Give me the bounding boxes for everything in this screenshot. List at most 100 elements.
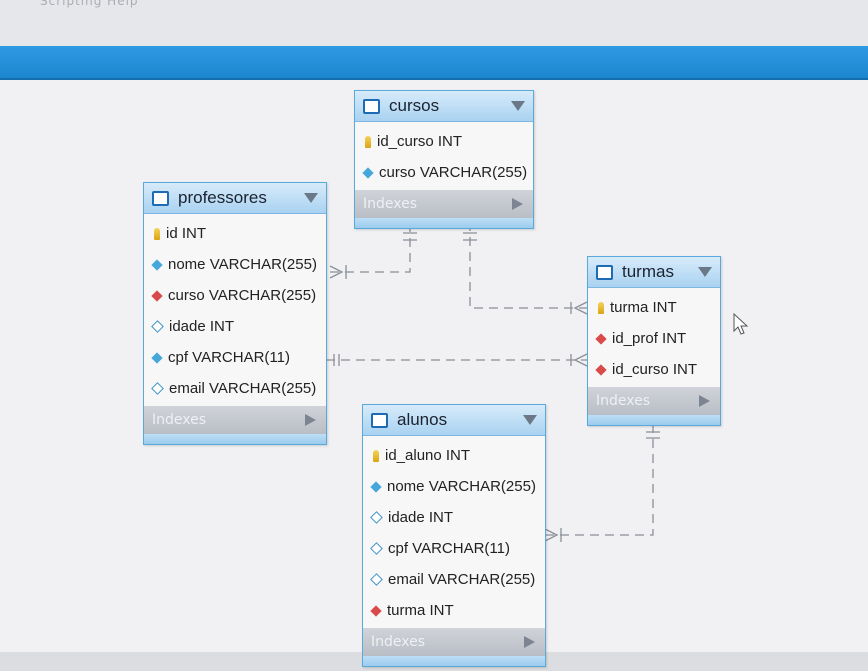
table-title: turmas — [622, 262, 674, 281]
table-turmas[interactable]: turmas turma INT id_prof INT id_curso IN… — [587, 256, 721, 426]
column-label: cpf VARCHAR(11) — [388, 540, 510, 557]
one-mark-professores — [333, 354, 340, 366]
many-mark-turmas-2 — [570, 353, 588, 367]
indexes-label: Indexes — [596, 393, 651, 409]
primary-key-icon — [154, 227, 160, 240]
column-row[interactable]: id_aluno INT — [363, 440, 545, 471]
column-row[interactable]: id_prof INT — [588, 323, 720, 354]
column-row[interactable]: id INT — [144, 218, 326, 249]
column-row[interactable]: curso VARCHAR(255) — [144, 280, 326, 311]
column-label: idade INT — [388, 509, 454, 526]
column-row[interactable]: nome VARCHAR(255) — [363, 471, 545, 502]
table-icon — [596, 264, 613, 280]
indexes-section[interactable]: Indexes — [588, 387, 720, 415]
column-diamond-icon — [370, 480, 382, 493]
column-row[interactable]: idade INT — [144, 311, 326, 342]
column-diamond-icon — [151, 258, 163, 271]
relationship-turmas-alunos — [545, 424, 654, 536]
relationship-cursos-turmas — [469, 222, 587, 309]
column-label: turma INT — [387, 602, 454, 619]
collapse-arrow-icon[interactable] — [523, 415, 537, 425]
one-mark-cursos — [403, 232, 417, 241]
nullable-column-icon — [370, 542, 383, 555]
indexes-section[interactable]: Indexes — [363, 628, 545, 656]
indexes-section[interactable]: Indexes — [144, 406, 326, 434]
table-footer — [588, 415, 720, 425]
column-label: id_curso INT — [612, 361, 698, 378]
foreign-key-icon — [595, 363, 607, 376]
expand-arrow-icon[interactable] — [699, 395, 710, 407]
expand-arrow-icon[interactable] — [524, 636, 535, 648]
column-row[interactable]: turma INT — [588, 292, 720, 323]
mouse-cursor-icon — [733, 313, 749, 335]
primary-key-icon — [365, 135, 371, 148]
column-label: id_prof INT — [612, 330, 687, 347]
table-header[interactable]: turmas — [588, 257, 720, 288]
column-row[interactable]: cpf VARCHAR(11) — [144, 342, 326, 373]
column-label: nome VARCHAR(255) — [387, 478, 536, 495]
nullable-column-icon — [151, 320, 164, 333]
collapse-arrow-icon[interactable] — [304, 193, 318, 203]
table-icon — [371, 412, 388, 428]
collapse-arrow-icon[interactable] — [698, 267, 712, 277]
nullable-column-icon — [370, 511, 383, 524]
many-mark-professores — [329, 265, 347, 279]
many-mark-alunos — [544, 528, 562, 542]
column-row[interactable]: nome VARCHAR(255) — [144, 249, 326, 280]
table-cursos[interactable]: cursos id_curso INT curso VARCHAR(255) I… — [354, 90, 534, 229]
column-label: nome VARCHAR(255) — [168, 256, 317, 273]
expand-arrow-icon[interactable] — [305, 414, 316, 426]
column-row[interactable]: turma INT — [363, 595, 545, 626]
relationship-professores-cursos — [330, 222, 411, 273]
foreign-key-icon — [595, 332, 607, 345]
column-row[interactable]: id_curso INT — [588, 354, 720, 385]
nullable-column-icon — [151, 382, 164, 395]
expand-arrow-icon[interactable] — [512, 198, 523, 210]
diagram-tab-bar — [0, 46, 868, 80]
column-row[interactable]: id_curso INT — [355, 126, 533, 157]
column-label: id_aluno INT — [385, 447, 471, 464]
table-footer — [144, 434, 326, 444]
table-header[interactable]: alunos — [363, 405, 545, 436]
table-title: alunos — [397, 410, 448, 429]
table-alunos[interactable]: alunos id_aluno INT nome VARCHAR(255) id… — [362, 404, 546, 667]
indexes-label: Indexes — [152, 412, 207, 428]
column-label: cpf VARCHAR(11) — [168, 349, 290, 366]
column-label: email VARCHAR(255) — [388, 571, 536, 588]
table-icon — [363, 98, 380, 114]
indexes-label: Indexes — [363, 196, 418, 212]
column-label: curso VARCHAR(255) — [379, 164, 528, 181]
table-title: professores — [178, 188, 267, 207]
column-row[interactable]: email VARCHAR(255) — [144, 373, 326, 404]
top-toolbar-strip: Scripting Help — [0, 0, 868, 46]
column-label: id INT — [166, 225, 207, 242]
table-professores[interactable]: professores id INT nome VARCHAR(255) cur… — [143, 182, 327, 445]
primary-key-icon — [373, 449, 379, 462]
column-label: curso VARCHAR(255) — [168, 287, 317, 304]
table-title: cursos — [389, 96, 440, 115]
nullable-column-icon — [370, 573, 383, 586]
foreign-key-icon — [370, 604, 382, 617]
column-label: idade INT — [169, 318, 235, 335]
column-label: email VARCHAR(255) — [169, 380, 317, 397]
table-footer — [355, 218, 533, 228]
column-row[interactable]: email VARCHAR(255) — [363, 564, 545, 595]
column-label: id_curso INT — [377, 133, 463, 150]
table-header[interactable]: professores — [144, 183, 326, 214]
column-row[interactable]: cpf VARCHAR(11) — [363, 533, 545, 564]
column-row[interactable]: curso VARCHAR(255) — [355, 157, 533, 188]
collapse-arrow-icon[interactable] — [511, 101, 525, 111]
column-diamond-icon — [362, 166, 374, 179]
foreign-key-icon — [151, 289, 163, 302]
table-header[interactable]: cursos — [355, 91, 533, 122]
one-mark-turmas — [646, 431, 660, 439]
table-icon — [152, 190, 169, 206]
many-mark-turmas-1 — [570, 301, 588, 315]
column-label: turma INT — [610, 299, 677, 316]
indexes-section[interactable]: Indexes — [355, 190, 533, 218]
primary-key-icon — [598, 301, 604, 314]
table-footer — [363, 656, 545, 666]
column-row[interactable]: idade INT — [363, 502, 545, 533]
indexes-label: Indexes — [371, 634, 426, 650]
